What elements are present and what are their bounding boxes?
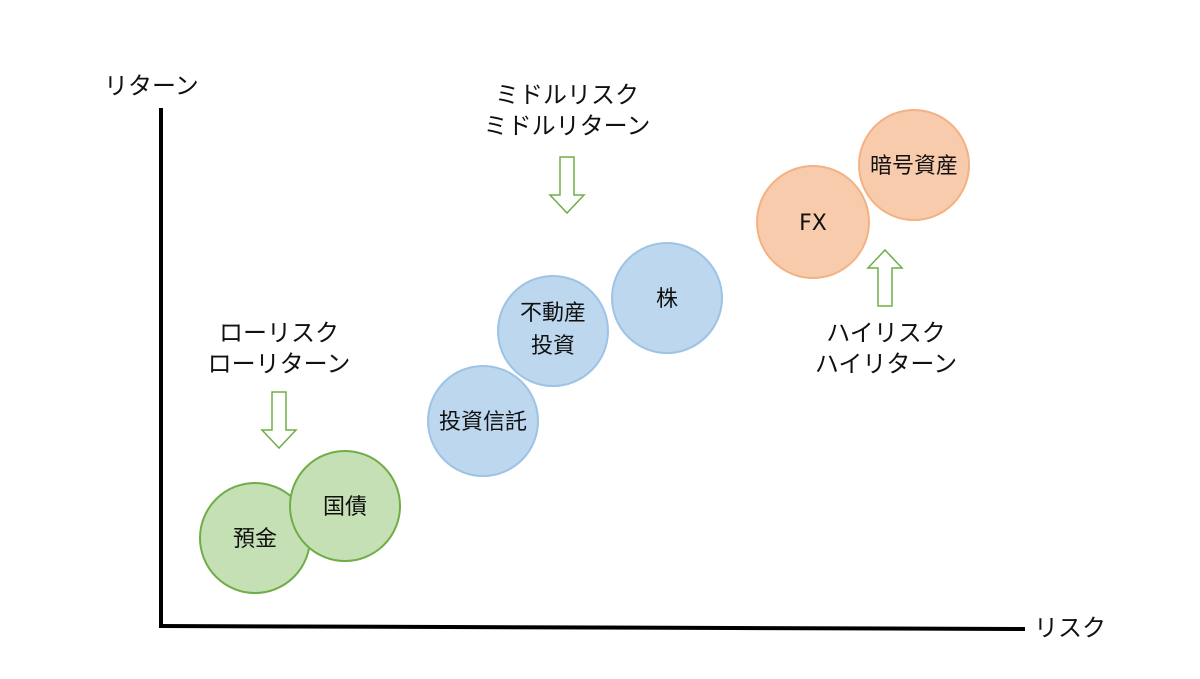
high-risk-label: ハイリスク <box>826 319 946 347</box>
realestate-label-line2: 投資 <box>531 334 575 359</box>
down-arrow-icon <box>548 156 586 215</box>
mid-return-label: ミドルリターン <box>484 112 651 140</box>
high-return-label: ハイリターン <box>815 350 957 378</box>
crypto-label: 暗号資産 <box>870 154 958 179</box>
fund-label: 投資信託 <box>439 410 527 435</box>
stock-bubble <box>611 242 723 354</box>
low-return-label: ローリターン <box>208 350 351 378</box>
stock-label: 株 <box>656 287 678 312</box>
mid-risk-label: ミドルリスク <box>495 81 639 109</box>
fx-bubble <box>756 165 870 279</box>
bond-label: 国債 <box>323 495 367 520</box>
x-axis <box>158 624 1026 631</box>
up-arrow-icon <box>866 248 904 307</box>
realestate-bubble <box>497 275 609 387</box>
y-axis-label: リターン <box>104 72 199 100</box>
bond-bubble <box>289 450 401 562</box>
fund-bubble <box>427 365 539 477</box>
x-axis-label: リスク <box>1034 614 1106 642</box>
fx-label: FX <box>799 211 827 236</box>
deposit-label: 預金 <box>233 527 277 552</box>
low-risk-label: ローリスク <box>219 319 339 347</box>
crypto-bubble <box>858 109 970 221</box>
realestate-label-line1: 不動産 <box>520 301 586 326</box>
down-arrow-icon <box>260 391 298 450</box>
